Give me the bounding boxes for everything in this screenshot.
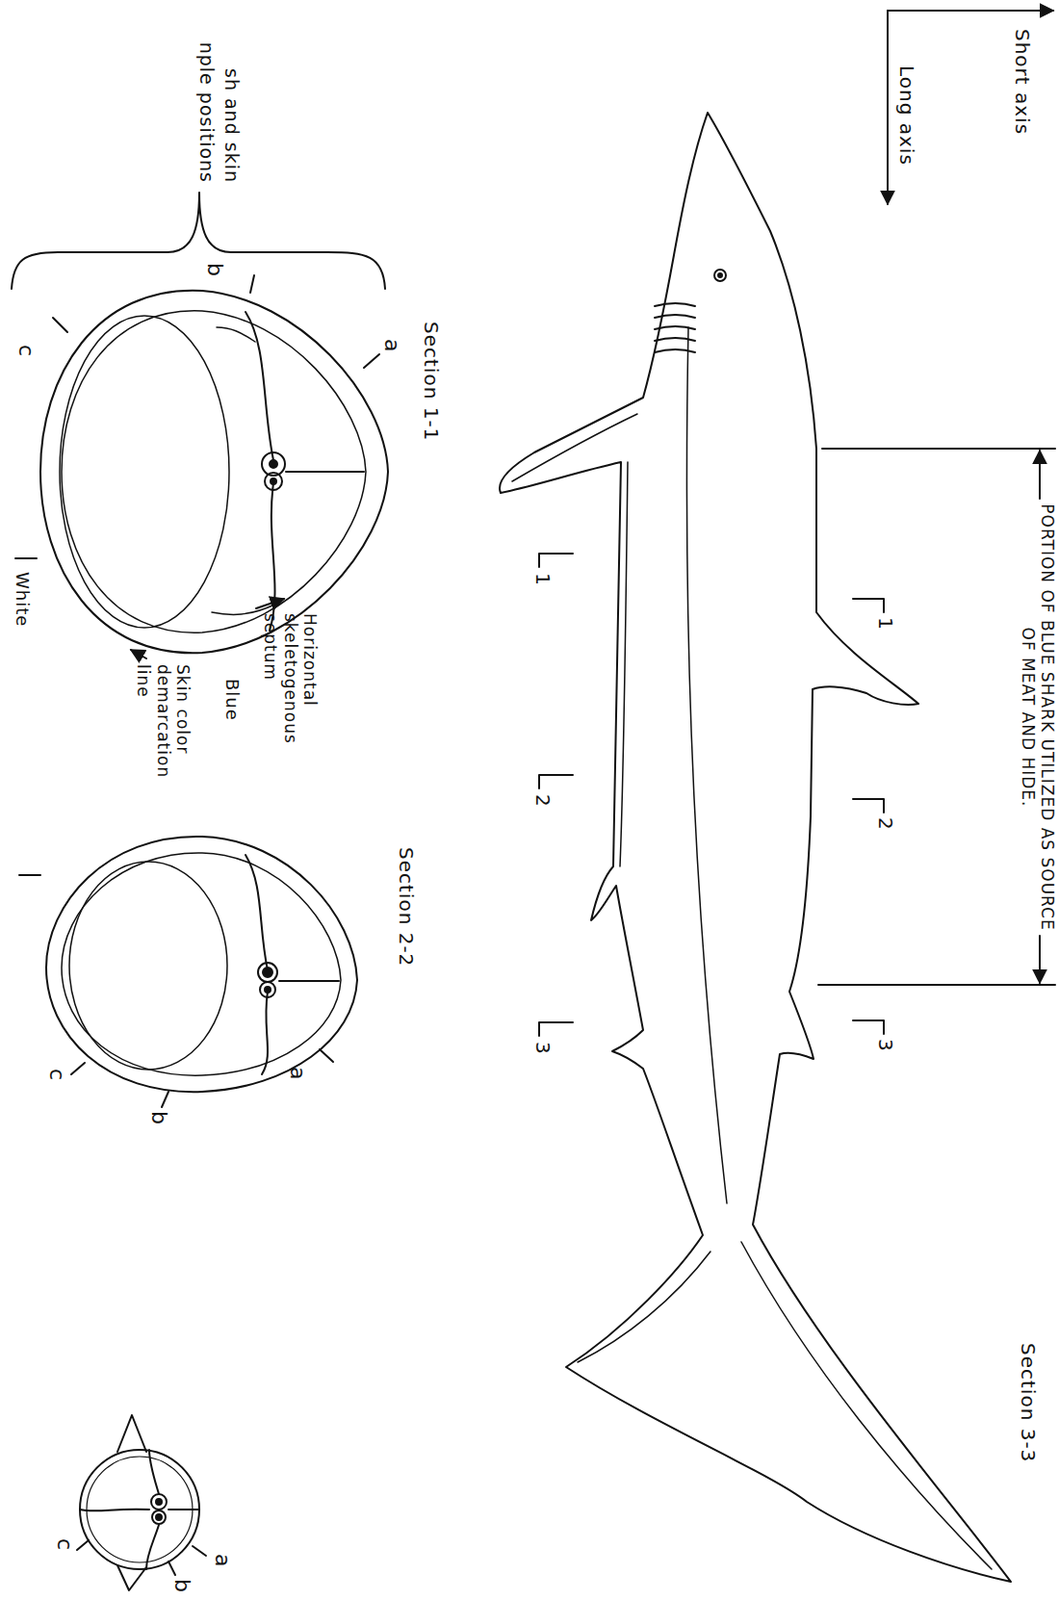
section-2-drawing — [19, 836, 358, 1108]
position-letter: b — [169, 1578, 195, 1594]
section-3-drawing — [77, 1415, 207, 1591]
position-letter: c — [13, 344, 39, 358]
position-letter: b — [146, 1110, 172, 1126]
cut-off-note: nple positions — [195, 0, 218, 183]
section-brackets — [539, 553, 884, 1036]
section-number: 2 — [874, 817, 898, 831]
axis-arrows — [887, 10, 1054, 205]
position-letter: a — [209, 1553, 235, 1568]
section-number: 3 — [531, 1041, 555, 1056]
portion-note: PORTION OF BLUE SHARK UTILIZED AS SOURCE… — [1017, 502, 1058, 932]
septum-label: Horizontal skeletogenous septum — [260, 613, 320, 758]
position-letter: a — [284, 1066, 310, 1081]
color-label: White — [11, 571, 33, 627]
section-1-drawing — [15, 275, 388, 659]
section-number: 1 — [531, 572, 555, 587]
position-letter: a — [379, 338, 405, 353]
position-letter: b — [202, 262, 228, 278]
section-number: 3 — [874, 1038, 898, 1053]
position-letter: c — [51, 1538, 78, 1551]
brace — [11, 192, 386, 289]
shark-outline — [499, 112, 1011, 1582]
section-number: 2 — [531, 794, 555, 808]
position-letter: c — [44, 1068, 70, 1082]
demarcation-label: Skin color demarcation line — [133, 664, 193, 800]
section-number: 1 — [874, 617, 898, 631]
axis-label: Long axis — [895, 65, 919, 166]
section-title: Section 3-3 — [1016, 1343, 1040, 1463]
section-title: Section 1-1 — [419, 321, 443, 441]
section-title: Section 2-2 — [394, 847, 418, 967]
axis-label: Short axis — [1010, 28, 1034, 135]
cut-off-note: sh and skin — [220, 0, 243, 183]
color-label: Blue — [221, 678, 243, 722]
